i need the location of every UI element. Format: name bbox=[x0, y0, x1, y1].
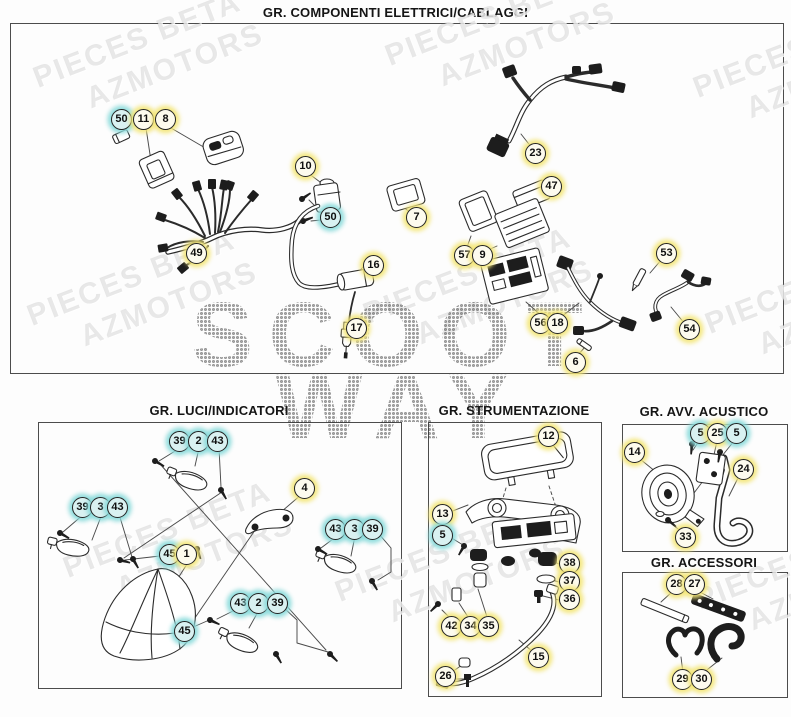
part-horn-14 bbox=[641, 464, 705, 528]
part-clamp-29 bbox=[666, 626, 705, 658]
balloon-lights-39[interactable]: 39 bbox=[267, 593, 288, 614]
balloon-lights-43[interactable]: 43 bbox=[325, 519, 346, 540]
balloon-lights-2[interactable]: 2 bbox=[248, 593, 269, 614]
part-sub-harness-18 bbox=[556, 255, 637, 335]
balloon-main-9[interactable]: 9 bbox=[472, 245, 493, 266]
part-strip-28 bbox=[640, 598, 690, 624]
balloon-main-18[interactable]: 18 bbox=[547, 313, 568, 334]
part-sensor-cable-54 bbox=[649, 269, 712, 322]
balloon-main-10[interactable]: 10 bbox=[295, 156, 316, 177]
balloon-horn-5[interactable]: 5 bbox=[726, 423, 747, 444]
balloon-lights-39[interactable]: 39 bbox=[362, 519, 383, 540]
part-instrument-fasteners bbox=[427, 541, 557, 615]
main-panel-frame bbox=[10, 23, 784, 374]
instruments-panel-frame bbox=[428, 422, 602, 697]
part-spark-plug-cap-16 bbox=[336, 268, 375, 291]
balloon-horn-14[interactable]: 14 bbox=[624, 442, 645, 463]
part-hook-30 bbox=[707, 623, 745, 663]
center-watermark: SCOOT WAY bbox=[191, 284, 598, 458]
balloon-main-50[interactable]: 50 bbox=[111, 109, 132, 130]
part-pin-6 bbox=[576, 338, 592, 352]
balloon-lights-39[interactable]: 39 bbox=[169, 431, 190, 452]
balloon-main-54[interactable]: 54 bbox=[679, 319, 700, 340]
part-strip-27 bbox=[691, 593, 746, 622]
balloon-main-6[interactable]: 6 bbox=[565, 352, 586, 373]
balloon-instruments-13[interactable]: 13 bbox=[432, 504, 453, 525]
balloon-instruments-12[interactable]: 12 bbox=[538, 426, 559, 447]
part-switch-11 bbox=[138, 150, 175, 189]
balloon-accessories-29[interactable]: 29 bbox=[672, 669, 693, 690]
part-clamp-26 bbox=[458, 657, 471, 687]
part-horn-fasteners bbox=[655, 440, 725, 530]
center-watermark-line1: SCOOT bbox=[191, 284, 598, 386]
part-instrument-bracket-13 bbox=[465, 498, 581, 549]
balloon-instruments-42[interactable]: 42 bbox=[441, 616, 462, 637]
instruments-panel-title: GR. STRUMENTAZIONE bbox=[438, 403, 590, 418]
balloon-main-49[interactable]: 49 bbox=[186, 243, 207, 264]
part-switch-cover-8 bbox=[202, 130, 244, 166]
balloon-main-17[interactable]: 17 bbox=[346, 318, 367, 339]
balloon-lights-4[interactable]: 4 bbox=[294, 478, 315, 499]
balloon-instruments-26[interactable]: 26 bbox=[435, 666, 456, 687]
balloon-horn-33[interactable]: 33 bbox=[675, 527, 696, 548]
balloon-instruments-35[interactable]: 35 bbox=[478, 616, 499, 637]
balloon-main-47[interactable]: 47 bbox=[541, 176, 562, 197]
center-watermark-line2: WAY bbox=[275, 356, 524, 458]
accessories-panel-frame bbox=[622, 572, 788, 698]
part-rubber-mount-7 bbox=[386, 178, 426, 212]
balloon-lights-45[interactable]: 45 bbox=[174, 621, 195, 642]
balloon-lights-1[interactable]: 1 bbox=[176, 544, 197, 565]
balloon-main-23[interactable]: 23 bbox=[525, 143, 546, 164]
lights-panel-frame bbox=[38, 422, 402, 689]
balloon-accessories-27[interactable]: 27 bbox=[684, 574, 705, 595]
part-cdi-unit-56 bbox=[480, 247, 549, 305]
part-regulator-sleeve-57 bbox=[458, 190, 498, 232]
balloon-instruments-38[interactable]: 38 bbox=[559, 553, 580, 574]
accessories-panel-title: GR. ACCESSORI bbox=[650, 555, 758, 570]
balloon-main-16[interactable]: 16 bbox=[363, 255, 384, 276]
main-panel-title: GR. COMPONENTI ELETTRICI/CABLAGGI bbox=[262, 5, 529, 20]
balloon-horn-25[interactable]: 25 bbox=[707, 423, 728, 444]
part-regulator-9 bbox=[494, 198, 550, 249]
part-headlight-1 bbox=[100, 568, 196, 661]
balloon-instruments-5[interactable]: 5 bbox=[432, 525, 453, 546]
horn-panel-title: GR. AVV. ACUSTICO bbox=[639, 404, 769, 419]
part-fuse-clip-50 bbox=[112, 129, 131, 145]
balloon-accessories-30[interactable]: 30 bbox=[691, 669, 712, 690]
balloon-instruments-15[interactable]: 15 bbox=[528, 647, 549, 668]
balloon-main-11[interactable]: 11 bbox=[133, 109, 154, 130]
balloon-lights-43[interactable]: 43 bbox=[207, 431, 228, 452]
balloon-main-56[interactable]: 56 bbox=[530, 313, 551, 334]
part-light-bracket-4 bbox=[245, 508, 294, 535]
balloon-main-53[interactable]: 53 bbox=[656, 243, 677, 264]
part-handlebar-harness-23 bbox=[486, 63, 626, 158]
balloon-main-8[interactable]: 8 bbox=[155, 109, 176, 130]
balloon-horn-24[interactable]: 24 bbox=[733, 459, 754, 480]
balloon-lights-43[interactable]: 43 bbox=[107, 497, 128, 518]
balloon-main-50[interactable]: 50 bbox=[320, 207, 341, 228]
part-pin-53 bbox=[631, 268, 647, 292]
balloon-instruments-36[interactable]: 36 bbox=[559, 589, 580, 610]
part-horn-bracket-24 bbox=[702, 454, 754, 547]
balloon-main-7[interactable]: 7 bbox=[406, 207, 427, 228]
part-ignition-coil-10 bbox=[289, 178, 343, 290]
balloon-lights-2[interactable]: 2 bbox=[188, 431, 209, 452]
lights-panel-title: GR. LUCI/INDICATORI bbox=[149, 403, 289, 418]
